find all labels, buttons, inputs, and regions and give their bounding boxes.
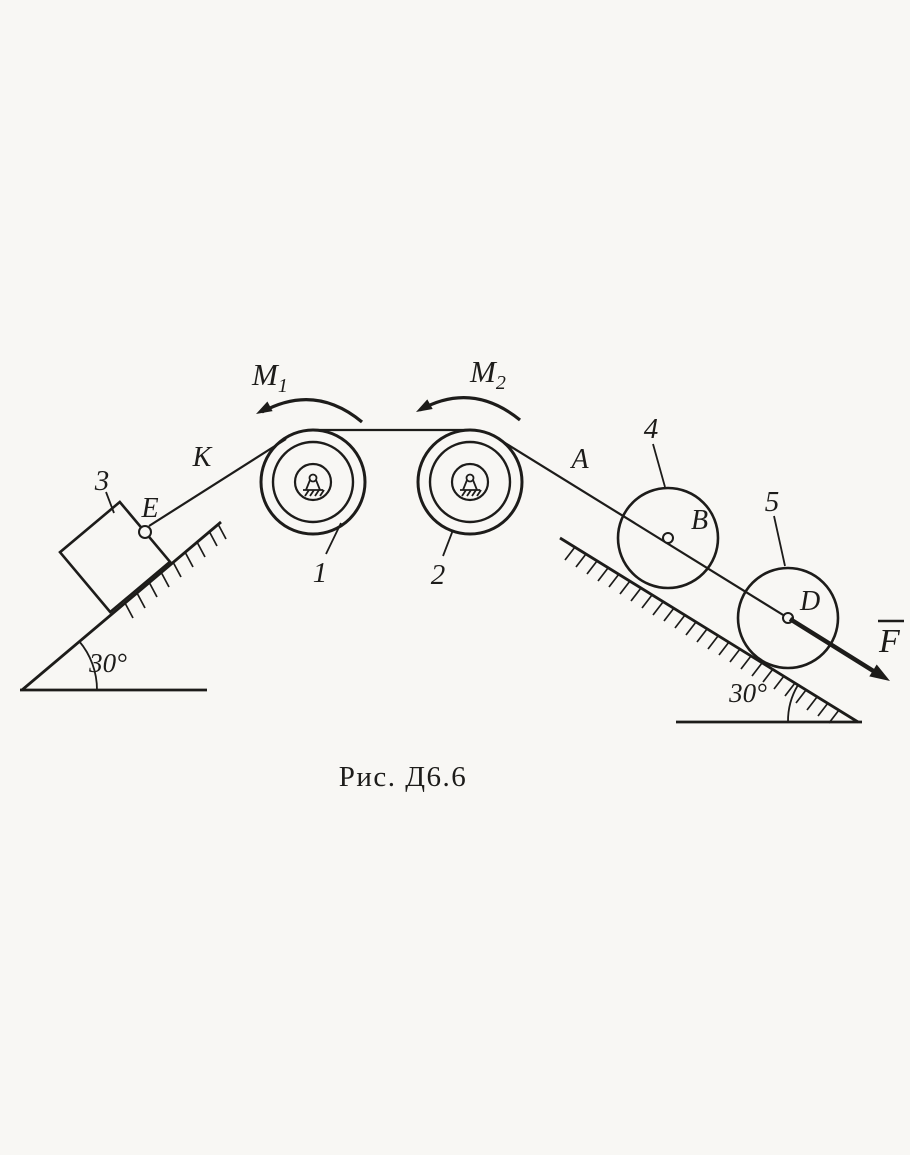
- right-incline-hatching: [564, 546, 840, 724]
- right-incline: [559, 536, 862, 724]
- pulley-2-outer-rim: [416, 428, 524, 536]
- block-3-label: 3: [94, 465, 110, 497]
- point-A-label: A: [569, 444, 589, 475]
- pulley-2: [416, 428, 524, 557]
- block-3-leader-line: [105, 491, 115, 514]
- left-incline: [20, 520, 227, 692]
- pulley-1-leader-line: [325, 522, 342, 555]
- moment-2: [416, 396, 522, 422]
- pulley-2-hub: [450, 462, 490, 502]
- left-angle-arc: [78, 640, 98, 691]
- force-F-label: F: [878, 623, 901, 660]
- force-F-arrowhead-icon: [869, 664, 890, 681]
- right-angle-label: 30°: [728, 678, 767, 708]
- rope-pulley2-to-wheels: [496, 437, 789, 619]
- point-E-pin: [138, 525, 152, 539]
- left-incline-slope-line: [21, 520, 222, 692]
- pulley-1-inner-rim: [271, 440, 355, 524]
- moment-1-symbol: M: [251, 357, 280, 392]
- point-E-label: E: [140, 493, 158, 524]
- ropes: [148, 428, 789, 619]
- force-F: [788, 617, 904, 681]
- pulley-2-leader-line: [442, 529, 454, 557]
- pulley-2-inner-rim: [428, 440, 512, 524]
- wheel-5-rim: [736, 566, 840, 670]
- left-incline-hatching: [124, 523, 227, 619]
- moment-1: [256, 398, 364, 424]
- rope-block-to-pulley1: [148, 438, 287, 527]
- force-F-vector-line: [788, 617, 877, 674]
- wheel-4-rim: [616, 486, 720, 590]
- pulley-1-fixed-pivot-icon: [303, 473, 325, 497]
- right-angle-arc: [787, 684, 799, 723]
- moment-1-subscript: 1: [278, 375, 288, 397]
- point-D-label: D: [799, 586, 820, 617]
- moment-2-subscript: 2: [496, 372, 506, 394]
- block-3: [58, 491, 172, 614]
- point-K-label: K: [192, 442, 213, 473]
- right-incline-slope-line: [559, 536, 859, 724]
- moment-1-arc: [261, 398, 364, 424]
- figure-caption: Рис. Д6.6: [339, 761, 468, 793]
- pulley-1-label: 1: [313, 557, 328, 589]
- pulley-1-outer-rim: [259, 428, 367, 536]
- pulley-2-label: 2: [431, 559, 446, 591]
- wheel-5-label: 5: [765, 486, 780, 518]
- moment-1-arrowhead-icon: [256, 401, 273, 414]
- moment-2-arrowhead-icon: [416, 399, 433, 412]
- moment-1-label: M1: [251, 357, 288, 397]
- wheel-5-leader-line: [773, 515, 786, 567]
- wheel-4-label: 4: [644, 413, 659, 445]
- left-angle-label: 30°: [88, 648, 127, 678]
- pulley-1-hub: [293, 462, 333, 502]
- moment-2-label: M2: [469, 354, 506, 394]
- moment-2-arc: [419, 396, 522, 422]
- wheel-4: [616, 443, 720, 590]
- point-B-axle: [662, 532, 674, 544]
- wheel-4-leader-line: [652, 443, 666, 488]
- pulley-1: [259, 428, 367, 555]
- moment-2-symbol: M: [469, 354, 498, 389]
- point-B-label: B: [691, 505, 708, 536]
- pulley-2-fixed-pivot-icon: [460, 473, 482, 497]
